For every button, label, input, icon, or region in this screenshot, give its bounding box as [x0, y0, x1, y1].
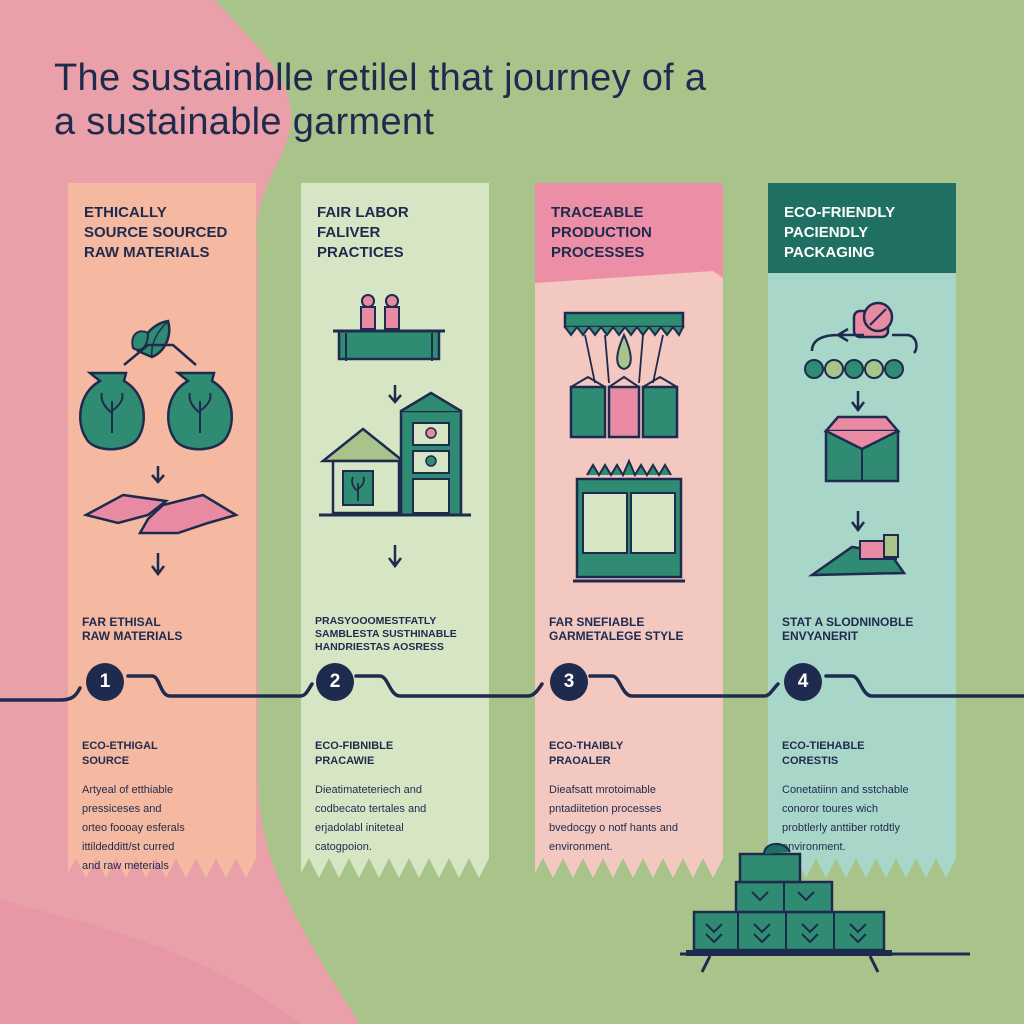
timeline-connector	[0, 674, 1024, 702]
title-line-2: a sustainable garment	[54, 101, 435, 143]
leaf-bags-handshake-icon	[79, 319, 240, 577]
step-number-badge-3: 3	[550, 663, 588, 701]
production-tags-icon	[563, 311, 685, 583]
page-title: The sustainblle retilel that journey of …	[54, 56, 706, 144]
title-line-1: The sustainblle retilel that journey of …	[54, 57, 707, 99]
step-number-badge-1: 1	[86, 663, 124, 701]
step-number-badge-4: 4	[784, 663, 822, 701]
card-body	[768, 183, 956, 878]
cart-boxes-icon	[680, 843, 970, 973]
factory-workers-icon	[319, 294, 471, 569]
step-number-badge-2: 2	[316, 663, 354, 701]
packaging-box-icon	[804, 301, 918, 577]
